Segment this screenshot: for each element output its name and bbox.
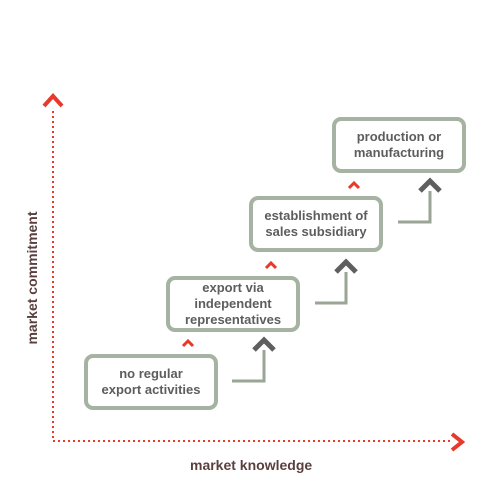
step-connector-2 [315, 272, 348, 305]
step-connector-3 [398, 191, 432, 224]
step-arrow-icon [252, 336, 276, 352]
step-arrow-icon [334, 258, 358, 274]
stage-box-no-regular-export: no regular export activities [84, 354, 218, 410]
stage-box-sales-subsidiary: establishment of sales subsidiary [249, 196, 383, 252]
commitment-marker-icon [347, 180, 361, 190]
y-axis-arrow-icon [42, 93, 64, 108]
stage-box-production-manufacturing: production or manufacturing [332, 117, 466, 173]
stage-box-independent-representatives: export via independent representatives [166, 276, 300, 332]
commitment-marker-icon [181, 338, 195, 348]
step-arrow-icon [418, 177, 442, 193]
x-axis-arrow-icon [450, 432, 466, 452]
step-connector-1 [232, 350, 266, 383]
commitment-marker-icon [264, 260, 278, 270]
x-axis-label: market knowledge [190, 457, 313, 473]
y-axis-label: market commitment [24, 211, 40, 345]
